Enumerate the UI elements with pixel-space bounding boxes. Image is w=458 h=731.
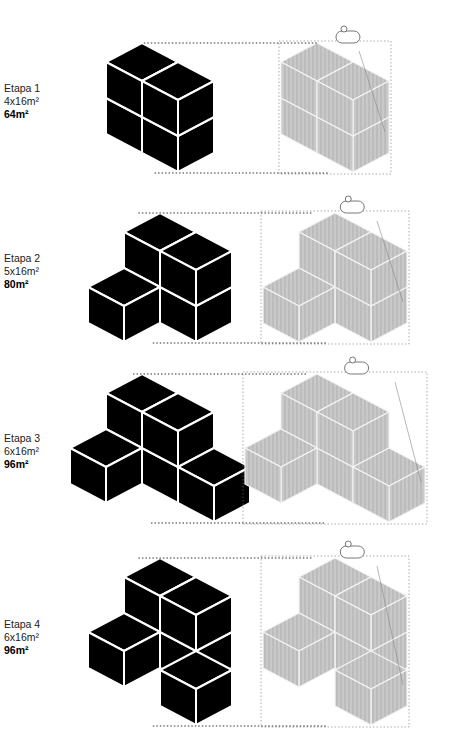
- area-total: 80m²: [4, 278, 40, 291]
- render-frame: [261, 556, 409, 727]
- cube-face: [196, 596, 232, 651]
- water-tank: [345, 362, 369, 374]
- cube-face: [371, 596, 407, 651]
- structure-line: [359, 51, 385, 132]
- water-tank: [350, 357, 356, 363]
- cube-face: [142, 412, 178, 467]
- render-frame: [261, 211, 409, 344]
- area-formula: 6x16m²: [4, 445, 40, 458]
- module-render: [281, 43, 389, 172]
- cube-face: [106, 448, 142, 503]
- cube-face: [88, 287, 124, 342]
- stage-name: Etapa 1: [4, 82, 40, 95]
- cube-face: [142, 81, 178, 136]
- cube-face: [88, 632, 124, 687]
- area-formula: 6x16m²: [4, 631, 40, 644]
- cube-face: [335, 670, 371, 725]
- cube-face: [178, 81, 214, 136]
- render-frame: [279, 41, 391, 174]
- cube-face: [106, 62, 142, 117]
- structure-line: [395, 382, 421, 482]
- stage-name: Etapa 3: [4, 432, 40, 445]
- cube-face: [299, 287, 335, 342]
- cube-face: [263, 632, 299, 687]
- area-total: 96m²: [4, 644, 40, 657]
- module-block: [88, 558, 232, 725]
- guide-line: [133, 374, 308, 375]
- module-render: [263, 558, 407, 725]
- cube-face: [299, 632, 335, 687]
- cube-face: [124, 632, 160, 687]
- guide-line: [151, 523, 326, 524]
- area-total: 64m²: [4, 108, 40, 121]
- cube-face: [196, 670, 232, 725]
- area-total: 96m²: [4, 458, 40, 471]
- stage-name: Etapa 2: [4, 252, 40, 265]
- module-block: [70, 374, 250, 522]
- water-tank: [345, 196, 351, 202]
- guide-line: [153, 726, 328, 727]
- guide-line: [153, 343, 328, 344]
- cube-face: [353, 467, 389, 522]
- cube-face: [335, 596, 371, 651]
- module-block: [106, 43, 214, 172]
- module-render: [263, 213, 407, 342]
- cube-face: [281, 448, 317, 503]
- stage-label: Etapa 46x16m²96m²: [4, 618, 40, 657]
- cube-face: [196, 251, 232, 306]
- render-frame: [243, 372, 427, 524]
- cube-face: [245, 448, 281, 503]
- water-tank: [340, 546, 364, 558]
- stage-name: Etapa 4: [4, 618, 40, 631]
- cube-face: [389, 467, 425, 522]
- cube-face: [160, 596, 196, 651]
- cube-face: [160, 251, 196, 306]
- water-tank: [336, 31, 360, 43]
- area-formula: 5x16m²: [4, 265, 40, 278]
- module-render: [245, 374, 425, 522]
- cube-face: [281, 62, 317, 117]
- guide-line: [155, 173, 330, 174]
- guide-line: [144, 43, 319, 44]
- structure-line: [377, 566, 403, 685]
- guide-line: [138, 213, 313, 214]
- cube-face: [70, 448, 106, 503]
- water-tank: [345, 541, 351, 547]
- stage-label: Etapa 25x16m²80m²: [4, 252, 40, 291]
- guide-line: [138, 558, 313, 559]
- cube-face: [178, 467, 214, 522]
- cube-face: [317, 81, 353, 136]
- cube-face: [317, 412, 353, 467]
- cube-face: [263, 287, 299, 342]
- water-tank: [341, 26, 347, 32]
- area-formula: 4x16m²: [4, 95, 40, 108]
- cube-face: [160, 670, 196, 725]
- stage-label: Etapa 14x16m²64m²: [4, 82, 40, 121]
- stage-label: Etapa 36x16m²96m²: [4, 432, 40, 471]
- cube-face: [124, 287, 160, 342]
- cube-face: [335, 251, 371, 306]
- module-block: [88, 213, 232, 342]
- structure-line: [377, 221, 403, 302]
- water-tank: [340, 201, 364, 213]
